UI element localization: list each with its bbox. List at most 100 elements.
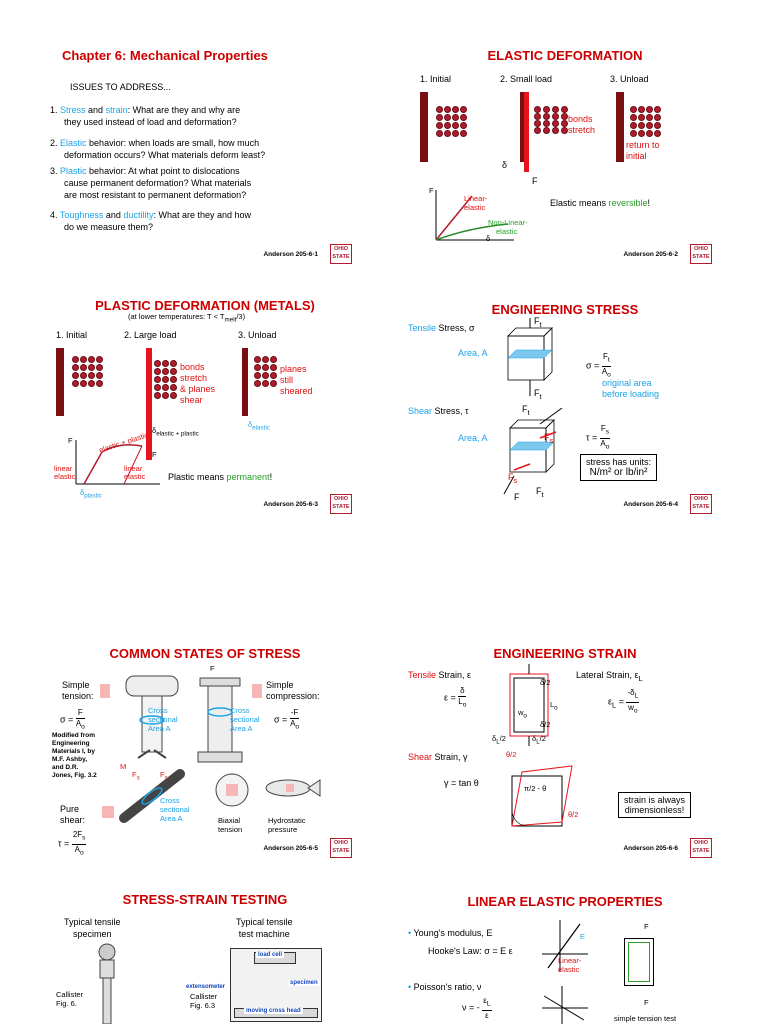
lattice-initial [436,106,467,137]
label-dL-half-right: δL/2 [532,734,546,746]
label-pi-half-minus-theta: π/2 - θ [524,784,547,793]
label-d-half-bottom: δ/2 [540,720,551,729]
citation: Anderson 205-6-1 [263,251,318,258]
slide-engineering-strain: ENGINEERING STRAIN Tensile Strain, ε ε =… [400,634,730,864]
label-elastic: elastic [464,203,486,212]
label-Lo: Lo [550,700,558,712]
label-elastic-2: elastic [496,227,518,236]
citation: Anderson 205-6-4 [623,501,678,508]
tension-element [100,684,110,698]
shear-strain-diagram [511,765,573,827]
poisson-plot [542,986,588,1024]
subtitle: (at lower temperatures: T < Tmelt/3) [128,312,246,324]
wall-small-load [520,92,524,162]
label-shear: shear [180,395,203,405]
slide-linear-elastic-properties: LINEAR ELASTIC PROPERTIES • Young's modu… [400,880,730,1024]
label-Ft-shear-top: Ft [522,404,530,417]
citation: Anderson 205-6-5 [263,845,318,852]
label-wo: wo [518,708,527,720]
label-unload: 3. Unload [238,330,277,340]
label-specimen: specimen [288,980,320,986]
label-linear: Linear- [558,956,582,965]
label-delta-plastic: δplastic [80,488,102,500]
label-F-top: F [644,922,649,931]
ohio-state-logo: OHIO STATE [690,838,712,858]
label-Fs-left: Fs [132,770,140,782]
axis-label-F: F [429,186,434,195]
force-displacement-plot [75,440,160,485]
issue-item-2: 2. Elastic behavior: when loads are smal… [50,138,266,160]
ohio-state-logo: OHIO STATE [690,494,712,514]
slide-title: LINEAR ELASTIC PROPERTIES [467,894,663,909]
slide-title: COMMON STATES OF STRESS [109,646,301,661]
label-initial: 1. Initial [56,330,88,340]
shear-stress-label: Shear Stress, τ [408,406,469,416]
slide-elastic-deformation: ELASTIC DEFORMATION 1. Initial 2. Small … [400,40,730,270]
label-load-cell: load cell [256,952,285,958]
fish-illustration [265,779,321,797]
label-delta: δ [502,160,508,170]
label-theta-half-right: θ/2 [568,810,579,819]
strain-dimensionless-box: strain is always dimensionless! [618,792,692,818]
label-initial-state: initial [626,151,647,161]
label-still: still [280,375,293,385]
label-initial: 1. Initial [420,74,452,84]
label-nonlinear: Non-Linear- [488,218,528,227]
label-linear-left: linear [54,464,73,473]
wall-initial [420,92,428,162]
tensile-stress-label: Tensile Stress, σ [408,323,475,333]
label-return: return to [626,140,660,150]
slide-title: STRESS-STRAIN TESTING [122,892,288,907]
tension-bar-illustration [125,675,179,759]
label-before-loading: before loading [602,389,660,399]
label-Ft-bottom: Ft [534,388,542,401]
label-bonds: bonds [568,114,593,124]
slide-title: ELASTIC DEFORMATION [487,48,643,63]
biaxial-sphere-illustration [215,773,249,807]
torsion-shaft-illustration [119,769,185,823]
label-planes-still: planes [280,364,307,374]
label-F-top-tension: F [210,664,215,673]
poisson-ratio-bullet: • Poisson's ratio, ν [408,982,482,992]
label-dL-half-left: δL/2 [492,734,506,746]
shear-strain-equation: γ = tan θ [444,778,479,788]
label-moving-crosshead: moving cross head [244,1008,303,1014]
wall-unload [242,348,248,416]
lateral-strain-label: Lateral Strain, εL [576,670,643,683]
force-displacement-plot [435,190,514,241]
label-force: F [152,450,157,459]
slide-plastic-deformation: PLASTIC DEFORMATION (METALS) (at lower t… [40,290,370,520]
tension-block-inner [628,942,650,982]
label-area: Area, A [458,348,488,358]
rod-small-load [524,92,529,172]
issues-header: ISSUES TO ADDRESS... [70,82,171,92]
slide-title: Chapter 6: Mechanical Properties [62,48,268,63]
label-elastic: elastic [558,965,580,974]
tension-block [624,938,654,986]
issue-item-1: 1. Stress and strain: What are they and … [50,105,241,127]
label-Fs-top: Fs [544,432,554,445]
lattice-unload [254,356,277,387]
issue-item-3: 3. Plastic behavior: At what point to di… [50,166,252,200]
lattice-sheared [154,360,177,399]
label-elastic-right: elastic [124,472,146,481]
label-unload: 3. Unload [610,74,649,84]
label-F-bottom: F [514,492,520,502]
label-small-load: 2. Small load [500,74,553,84]
shear-strain-label: Shear Strain, γ [408,752,468,762]
label-F-bottom: F [644,998,649,1007]
